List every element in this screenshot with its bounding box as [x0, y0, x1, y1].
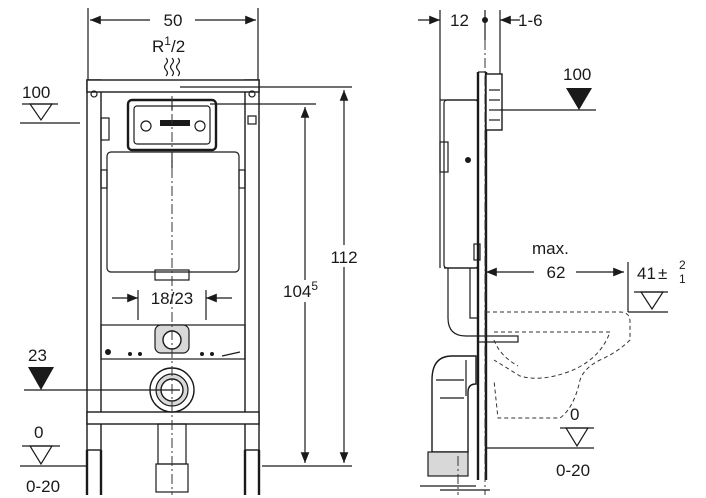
- frame: [85, 79, 261, 495]
- max-label: max.: [532, 239, 569, 258]
- side-frame: [439, 71, 503, 480]
- side-floor-range-label: 0-20: [556, 461, 590, 480]
- level-marker-0: 0 0-20: [20, 423, 86, 496]
- svg-text:23: 23: [28, 346, 47, 365]
- plate-depth-label: 1-6: [518, 11, 543, 30]
- side-pipe: [420, 268, 519, 487]
- projection-dimension: max. 62: [486, 239, 629, 312]
- svg-text:100: 100: [563, 65, 591, 84]
- height-flush-label: 1045: [283, 279, 318, 301]
- supply-label: R1/2: [152, 34, 185, 56]
- level-marker-100: 100: [20, 83, 80, 124]
- mounting-bar: [100, 324, 246, 360]
- width-dimension: 50: [87, 8, 259, 80]
- seat-tol-minus: 1: [679, 272, 686, 286]
- svg-text:0: 0: [570, 405, 579, 424]
- level-marker-23: 23: [24, 346, 180, 391]
- side-view: 12 1-6: [418, 10, 686, 495]
- wc-bowl-outline: [486, 311, 631, 419]
- seat-tol-plus: 2: [679, 258, 686, 272]
- front-view: 50 R1/2: [20, 8, 361, 496]
- depth-label: 12: [450, 11, 469, 30]
- plus-minus-sign: ±: [658, 264, 667, 283]
- svg-text:0: 0: [34, 423, 43, 442]
- width-label: 50: [164, 11, 183, 30]
- depth-dimension: 12 1-6: [418, 10, 543, 100]
- seat-height-label: 41: [637, 264, 656, 283]
- height-dimensions: 112 1045: [180, 86, 361, 467]
- side-level-marker-100: 100: [500, 65, 596, 111]
- cistern: [106, 151, 240, 281]
- height-total-label: 112: [330, 248, 357, 267]
- svg-text:100: 100: [22, 83, 50, 102]
- side-level-marker-0: 0 0-20: [440, 405, 594, 491]
- floor-range-label: 0-20: [26, 477, 60, 496]
- flush-plate: [126, 98, 218, 152]
- projection-label: 62: [547, 263, 566, 282]
- seat-height-annotation: 41 ± 2 1: [628, 258, 686, 313]
